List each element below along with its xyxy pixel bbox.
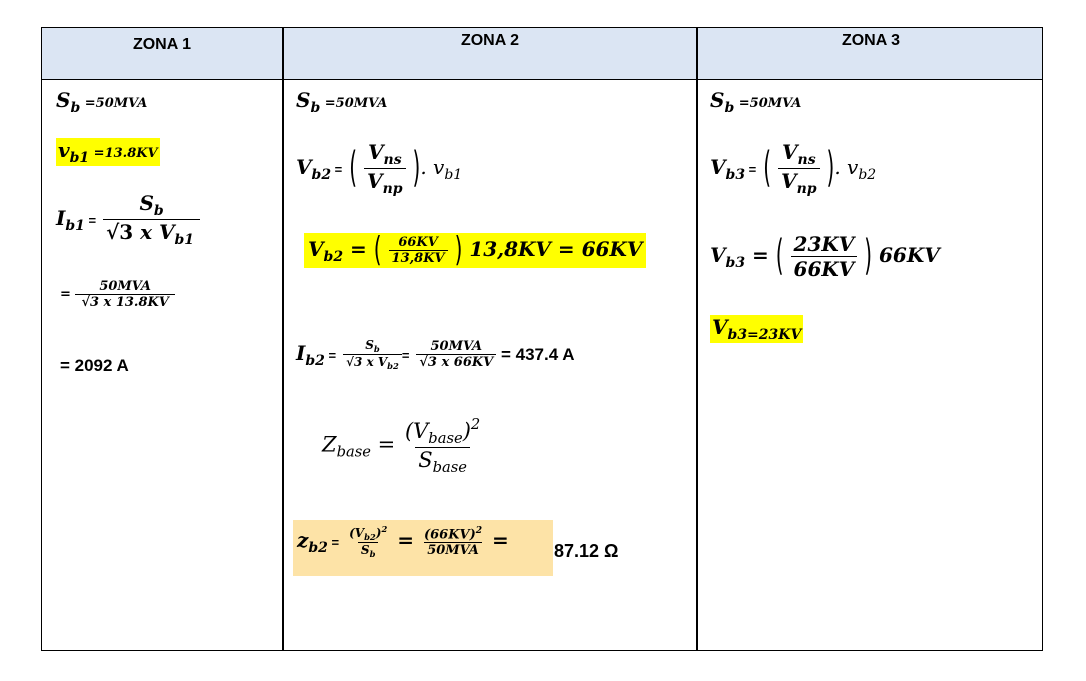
zona3-sb: Sb =50MVA — [710, 88, 802, 116]
zona3-vb3-calc: Vb3 = ( 23KV 66KV ) 66KV — [710, 229, 940, 281]
zona1-ib1-formula: Ib1 = Sb √3 x Vb1 — [56, 191, 201, 248]
table-header-row — [42, 28, 1042, 80]
zona2-vb2-formula: Vb2 = ( Vns Vnp ). vb1 — [296, 140, 463, 197]
column-divider-1 — [282, 28, 284, 650]
column-divider-2 — [696, 28, 698, 650]
zona3-vb3-formula: Vb3 = ( Vns Vnp ). vb2 — [710, 140, 877, 197]
header-zona-1: ZONA 1 — [132, 36, 192, 53]
zona2-zb2-formula: zb2 = (Vb2)2 Sb = (66KV)2 50MVA = — [293, 520, 553, 576]
zona2-zb2-result: 87.12 Ω — [554, 541, 619, 561]
zones-table: ZONA 1 ZONA 2 ZONA 3 Sb =50MVA vb1 =13.8… — [41, 27, 1043, 651]
zona1-sb: Sb =50MVA — [56, 88, 148, 116]
zona1-result: = 2092 A — [60, 356, 129, 375]
zona1-ib1-fraction: Sb √3 x Vb1 — [103, 191, 201, 248]
zona3-vb3-result: Vb3=23KV — [710, 315, 804, 343]
zona2-sb: Sb =50MVA — [296, 88, 388, 116]
zona2-ib2-formula: Ib2 = Sb √3 x Vb2 = 50MVA √3 x 66KV = 43… — [296, 338, 575, 371]
zona1-ratio: = 50MVA √3 x 13.8KV — [60, 279, 175, 310]
header-zona-2: ZONA 2 — [460, 32, 520, 49]
zona1-vb1: vb1 =13.8KV — [56, 138, 160, 166]
zona2-zbase-formula: Zbase = (Vbase)2 Sbase — [322, 416, 481, 477]
header-zona-3: ZONA 3 — [841, 32, 901, 49]
zona2-vb2-calc: Vb2 = ( 66KV 13,8KV ) 13,8KV = 66KV — [304, 229, 647, 269]
